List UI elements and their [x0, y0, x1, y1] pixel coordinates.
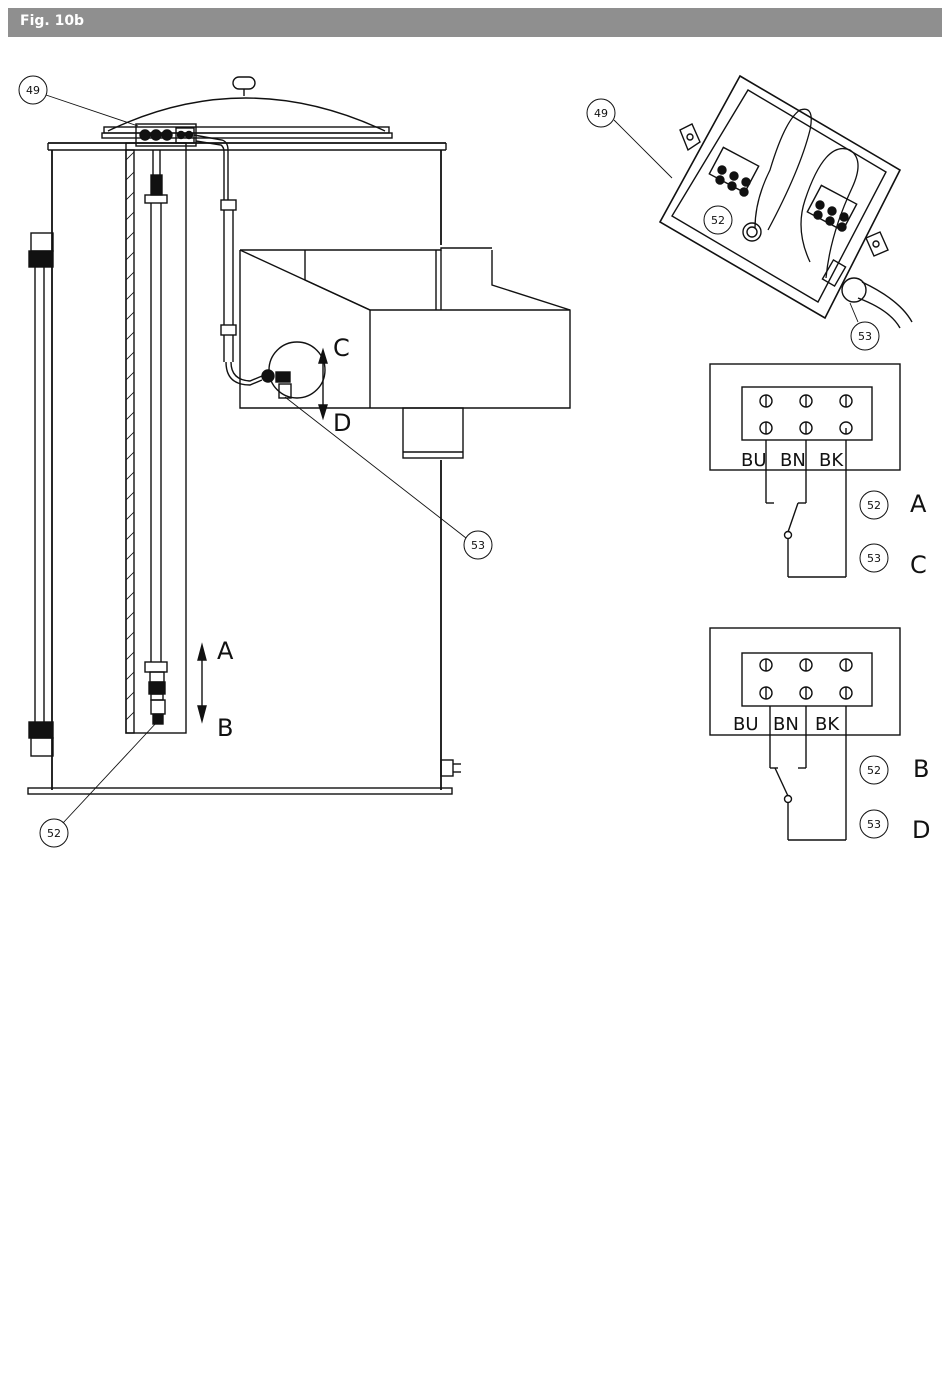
lid-knob — [233, 77, 255, 89]
trough-outlet — [403, 408, 463, 458]
junction-box-detail — [587, 76, 912, 350]
tank-view — [19, 76, 570, 847]
wire2-letter-d: D — [912, 816, 930, 844]
wire1-label-bn: BN — [780, 450, 806, 471]
arrow-label-d: D — [333, 409, 351, 437]
wire2-label-bk: BK — [815, 714, 840, 735]
callout-49: 49 — [26, 84, 40, 97]
arrow-label-c: C — [333, 334, 350, 362]
wire1-letter-a: A — [910, 490, 927, 518]
guide-tube — [126, 143, 186, 733]
tank-lid — [108, 98, 385, 131]
wire1-label-bk: BK — [819, 450, 844, 471]
wire1-callout-53: 53 — [867, 552, 881, 565]
detail-callout-52: 52 — [711, 214, 725, 227]
detail-callout-49: 49 — [594, 107, 608, 120]
arrow-label-a: A — [217, 637, 234, 665]
wire1-label-bu: BU — [741, 450, 767, 471]
wire2-callout-52: 52 — [867, 764, 881, 777]
wire1-letter-c: C — [910, 551, 927, 579]
callout-52: 52 — [47, 827, 61, 840]
box-outline — [660, 76, 900, 318]
float-switch-upper — [269, 342, 325, 398]
tank-base — [28, 788, 452, 794]
wire2-label-bn: BN — [773, 714, 799, 735]
outlet-stub — [441, 760, 453, 776]
wire1-callout-52: 52 — [867, 499, 881, 512]
arrow-label-b: B — [217, 714, 233, 742]
wire2-letter-b: B — [913, 755, 929, 783]
float-switch-lower — [151, 700, 165, 714]
callout-53: 53 — [471, 539, 485, 552]
wire2-label-bu: BU — [733, 714, 759, 735]
detail-callout-53: 53 — [858, 330, 872, 343]
wire2-callout-53: 53 — [867, 818, 881, 831]
